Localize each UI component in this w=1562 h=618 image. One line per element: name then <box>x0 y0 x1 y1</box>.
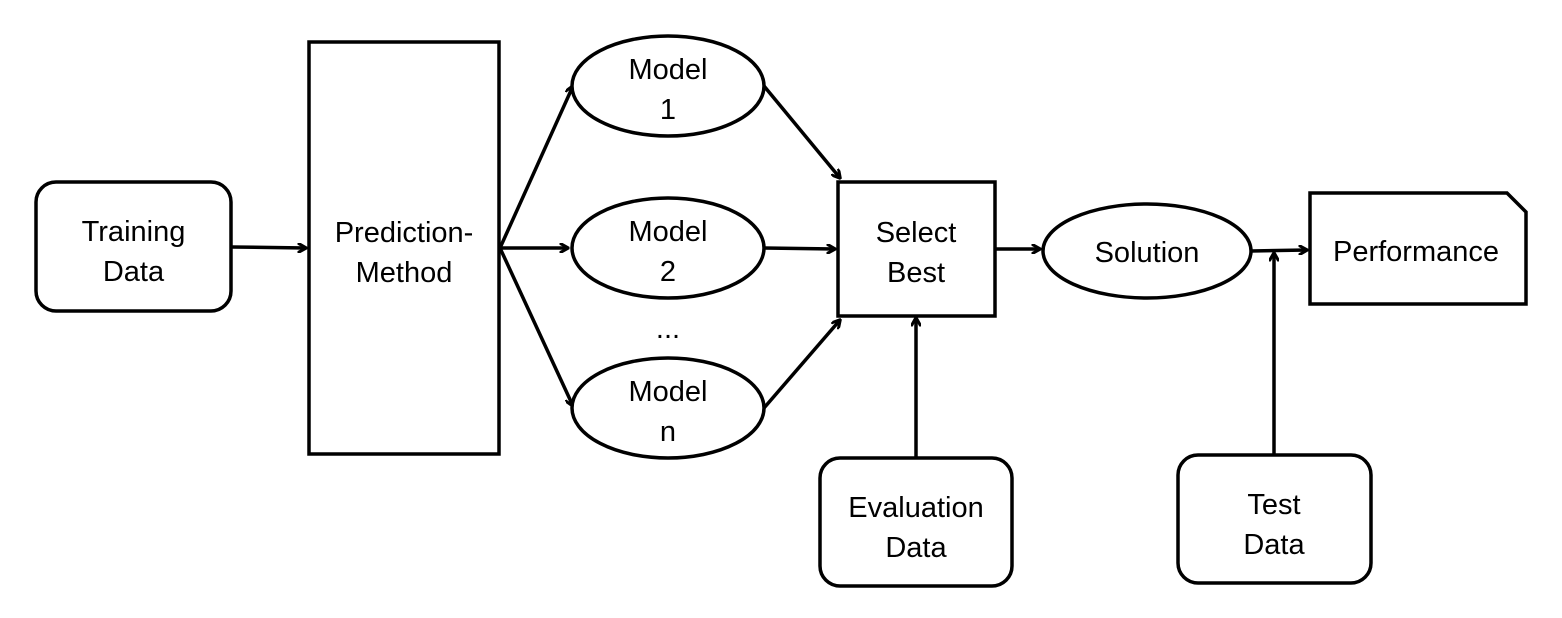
node-model-1: Model 1 <box>570 34 766 138</box>
node-label: 2 <box>660 256 676 288</box>
node-label: Data <box>103 256 165 288</box>
edge-model-2-to-select <box>763 248 835 249</box>
node-performance: Performance <box>1308 191 1528 306</box>
node-model-n: Model n <box>570 356 766 460</box>
node-label: 1 <box>660 94 676 126</box>
node-label: Performance <box>1333 236 1499 268</box>
node-label: Method <box>356 257 453 289</box>
node-model-2: Model 2 <box>570 196 766 300</box>
node-evaluation-data: Evaluation Data <box>818 456 1014 588</box>
node-label: n <box>660 416 676 448</box>
node-label: Training <box>82 216 186 248</box>
node-label: Data <box>885 532 947 564</box>
node-label: Data <box>1243 529 1305 561</box>
node-label: Solution <box>1095 237 1200 269</box>
node-label: Model <box>629 376 708 408</box>
node-solution: Solution <box>1041 202 1253 300</box>
node-select-best: Select Best <box>836 180 997 318</box>
edge-model-n-to-select <box>762 320 840 410</box>
edge-prediction-to-model-n <box>498 247 573 406</box>
edge-prediction-to-model-1 <box>498 86 573 249</box>
edges <box>231 84 1307 458</box>
node-label: Test <box>1247 489 1300 521</box>
node-label: Prediction- <box>335 217 474 249</box>
edge-solution-to-performance <box>1250 250 1307 251</box>
node-label: Select <box>876 217 957 249</box>
node-label: Best <box>887 257 945 289</box>
node-prediction-method: Prediction- Method <box>307 40 501 456</box>
edge-model-1-to-select <box>762 84 840 178</box>
node-label: Model <box>629 54 708 86</box>
node-test-data: Test Data <box>1176 453 1373 585</box>
node-training-data: Training Data <box>34 180 233 313</box>
ellipsis-label: ... <box>656 313 680 345</box>
node-label: Model <box>629 216 708 248</box>
edge-training-to-prediction <box>231 247 306 248</box>
node-label: Evaluation <box>848 492 983 524</box>
